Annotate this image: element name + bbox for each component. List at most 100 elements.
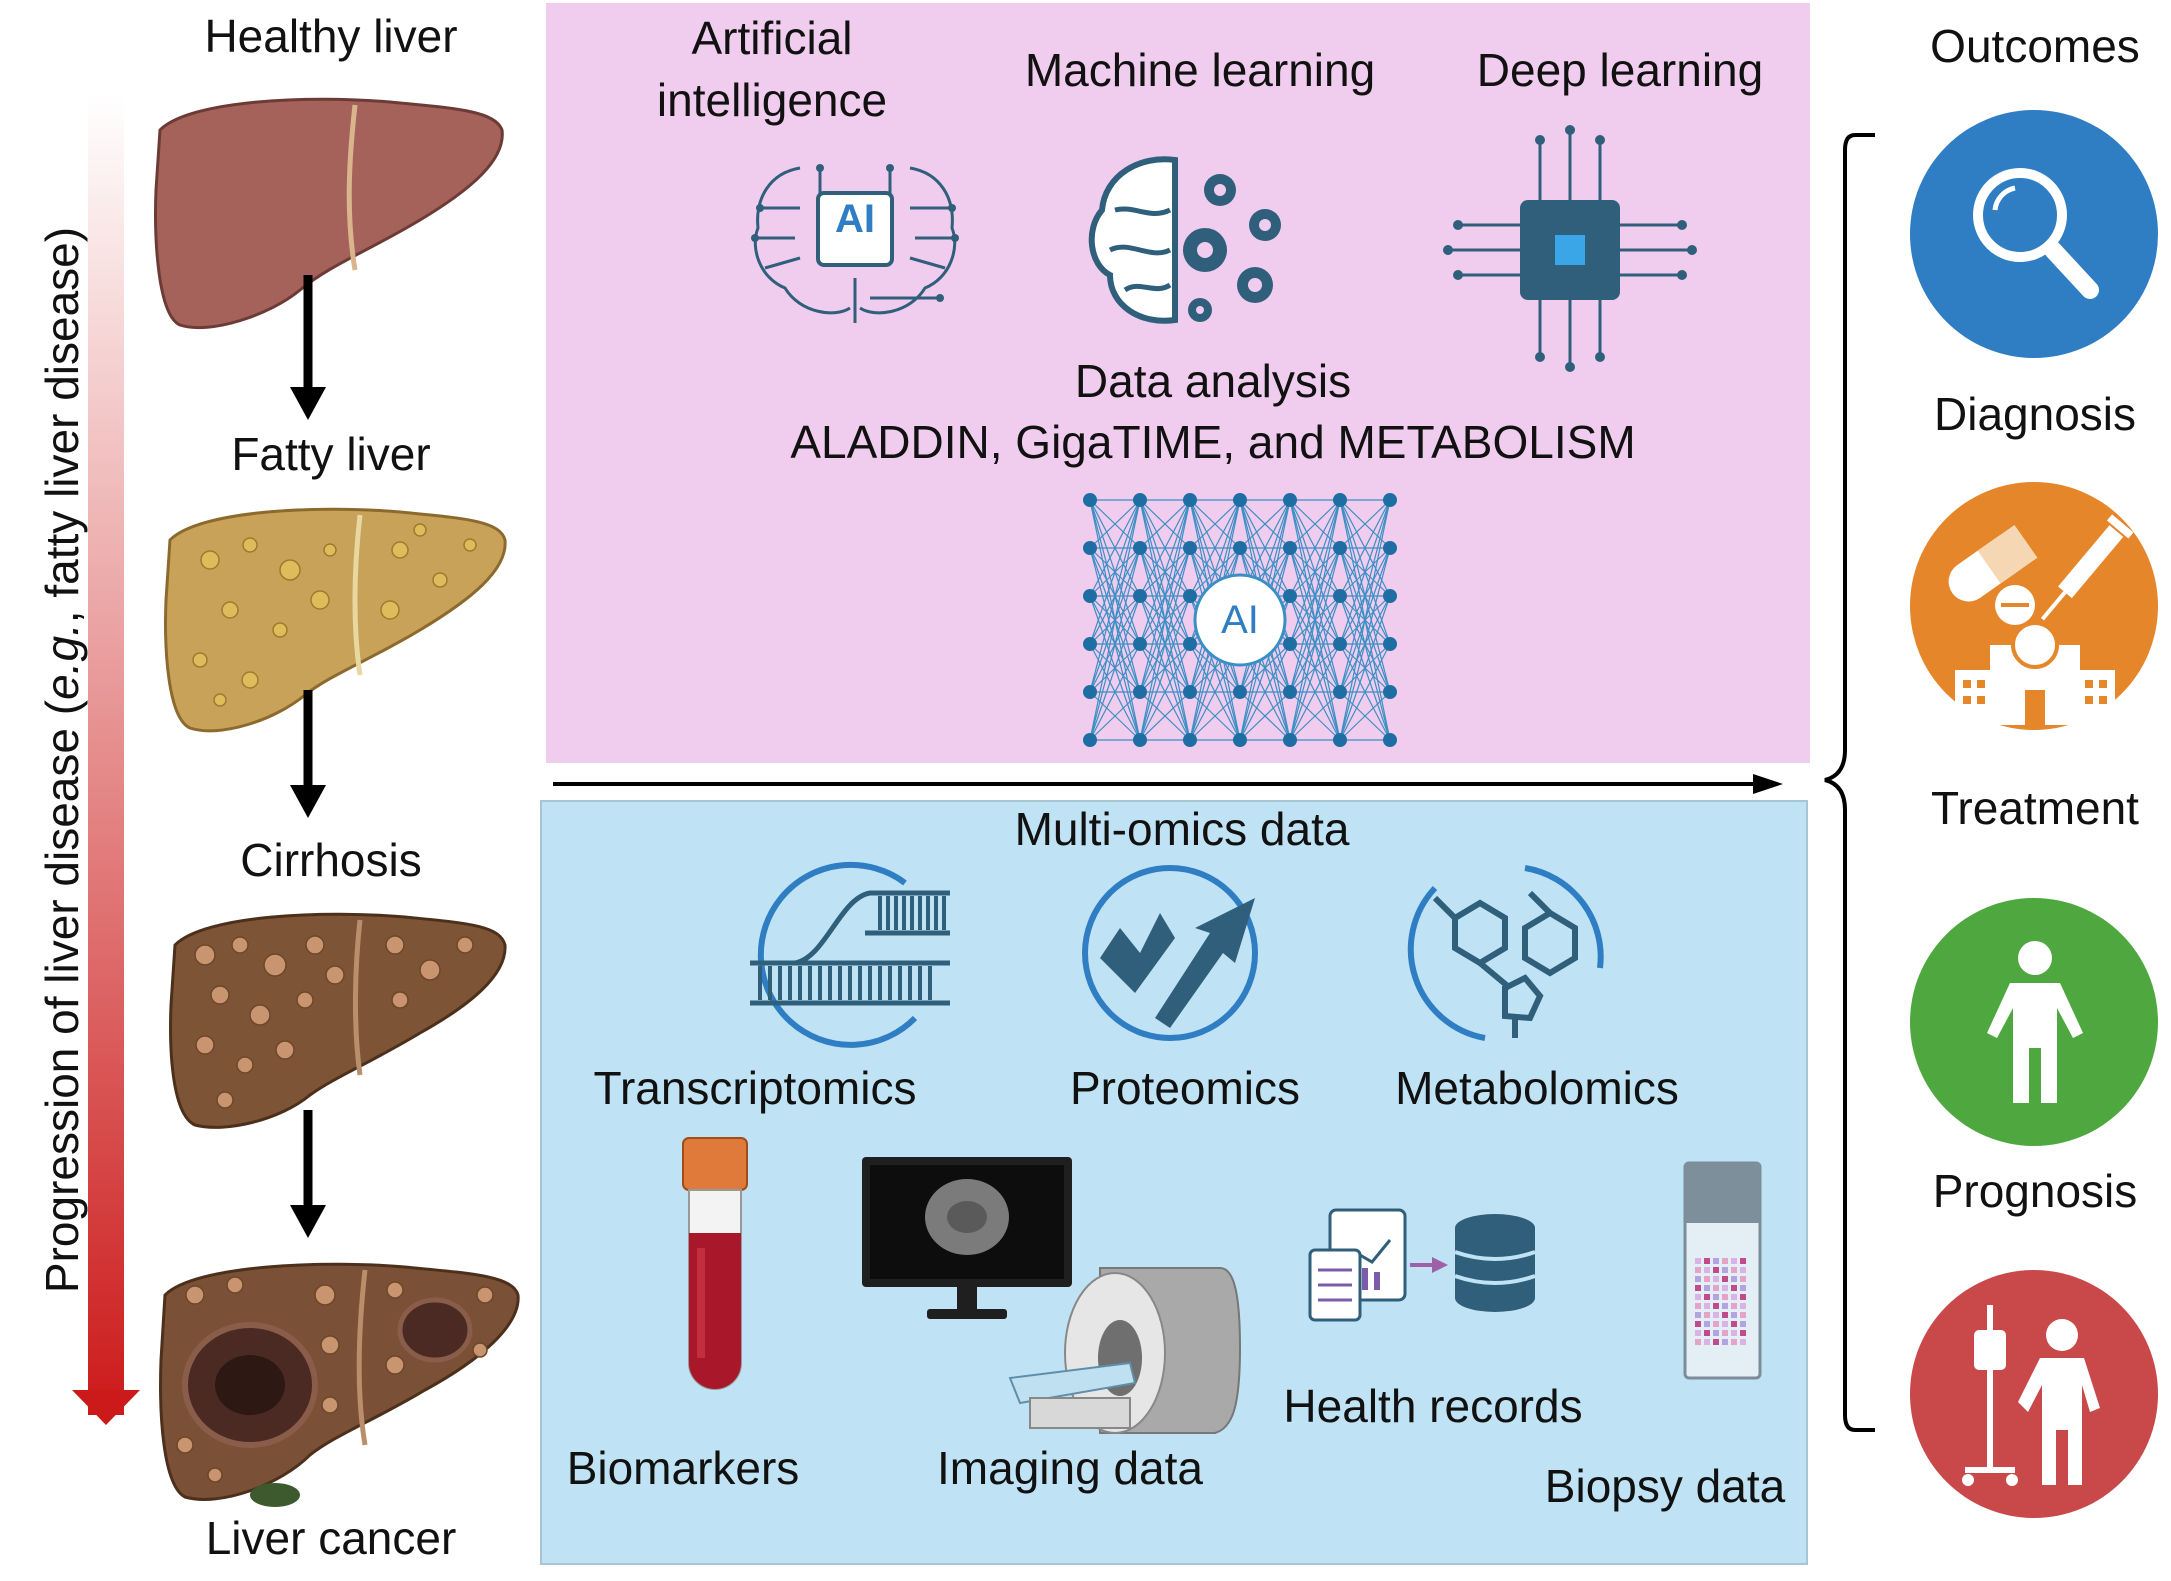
network-node (1283, 541, 1297, 555)
tissue-spot (1713, 1294, 1719, 1300)
network-node (1233, 493, 1247, 507)
machine-learning-icon (1088, 156, 1281, 324)
tissue-spot (1695, 1258, 1701, 1264)
network-edge (1089, 499, 1141, 693)
network-edge (1289, 499, 1341, 549)
tissue-spot (1713, 1330, 1719, 1336)
network-node (1283, 493, 1297, 507)
cancer-liver-image (159, 1262, 520, 1507)
tissue-spot (1740, 1267, 1746, 1273)
tissue-spot (1740, 1276, 1746, 1282)
network-edge (1239, 691, 1291, 741)
tissue-spot (1731, 1285, 1737, 1291)
network-edge (1339, 499, 1391, 645)
network-node (1283, 637, 1297, 651)
diagnosis-circle (1910, 110, 2158, 358)
metabolomics-label: Metabolomics (1395, 1062, 1679, 1114)
network-edge (1089, 499, 1141, 645)
network-edge (1289, 499, 1341, 597)
tissue-spot (1713, 1303, 1719, 1309)
network-node (1383, 589, 1397, 603)
network-edge (1089, 499, 1141, 549)
network-edge (1089, 499, 1141, 741)
tissue-spot (1740, 1258, 1746, 1264)
network-node (1383, 733, 1397, 747)
network-edge (1139, 499, 1191, 645)
tissue-spot (1731, 1312, 1737, 1318)
cirrhotic-liver-image (169, 912, 507, 1129)
network-node (1183, 589, 1197, 603)
tissue-spot (1740, 1285, 1746, 1291)
biomarkers-label: Biomarkers (566, 1442, 800, 1494)
tissue-spot (1722, 1321, 1728, 1327)
tissue-spot (1704, 1276, 1710, 1282)
network-edge (1339, 499, 1391, 549)
network-node (1183, 733, 1197, 747)
tissue-spot (1731, 1294, 1737, 1300)
imaging-data-label: Imaging data (937, 1442, 1203, 1494)
network-edge (1289, 499, 1341, 645)
tissue-spot (1740, 1321, 1746, 1327)
network-edge (1339, 595, 1391, 741)
network-node (1233, 685, 1247, 699)
network-edge (1139, 499, 1191, 693)
network-node (1283, 733, 1297, 747)
tissue-spot (1731, 1330, 1737, 1336)
proteomics-icon (1082, 865, 1258, 1041)
tissue-spot (1722, 1294, 1728, 1300)
ml-title: Machine learning (1024, 44, 1376, 96)
treatment-label: Treatment (1931, 782, 2139, 834)
network-edge (1139, 643, 1191, 741)
tissue-spot (1713, 1276, 1719, 1282)
network-edge (1139, 547, 1191, 741)
network-edge (1189, 499, 1241, 597)
transcriptomics-icon (750, 861, 950, 1048)
network-node (1383, 541, 1397, 555)
network-edge (1139, 499, 1191, 741)
network-edge (1089, 595, 1141, 741)
network-node (1083, 589, 1097, 603)
tissue-spot (1731, 1339, 1737, 1345)
progression-axis-label: Progression of liver disease (e.g., fatt… (36, 226, 88, 1294)
tissue-spot (1704, 1303, 1710, 1309)
imaging-monitor-icon (862, 1157, 1072, 1319)
tissue-spot (1722, 1258, 1728, 1264)
network-edge (1339, 547, 1391, 741)
network-edge (1289, 643, 1341, 741)
network-node (1233, 733, 1247, 747)
tissue-spot (1731, 1258, 1737, 1264)
tissue-spot (1713, 1312, 1719, 1318)
network-node (1133, 589, 1147, 603)
tissue-spot (1695, 1330, 1701, 1336)
arrow-cirrhosis-to-cancer (290, 1110, 326, 1238)
tissue-spot (1713, 1267, 1719, 1273)
tissue-spot (1704, 1294, 1710, 1300)
health-records-label: Health records (1283, 1380, 1583, 1432)
network-node (1083, 685, 1097, 699)
cirrhosis-label: Cirrhosis (240, 834, 422, 886)
iv-patient-icon (1962, 1305, 2100, 1486)
network-edge (1289, 499, 1341, 693)
data-analysis-label: Data analysis (1074, 355, 1352, 407)
network-node (1083, 637, 1097, 651)
network-node (1333, 733, 1347, 747)
tissue-spot (1713, 1285, 1719, 1291)
network-edge (1339, 643, 1391, 741)
ai-title-line2: intelligence (656, 74, 888, 126)
treatment-icon (1948, 514, 2134, 725)
person-icon (1987, 941, 2083, 1103)
network-edge (1289, 499, 1341, 741)
network-edge (1289, 691, 1341, 741)
tissue-spot (1740, 1330, 1746, 1336)
network-edge (1339, 499, 1391, 693)
network-node (1133, 493, 1147, 507)
tissue-spot (1713, 1258, 1719, 1264)
network-node (1133, 637, 1147, 651)
network-node (1183, 493, 1197, 507)
network-edge (1289, 547, 1341, 741)
tissue-spot (1704, 1339, 1710, 1345)
flow-arrow-right (553, 774, 1783, 794)
tissue-spot (1695, 1285, 1701, 1291)
network-edge (1089, 643, 1141, 741)
omics-title: Multi-omics data (1014, 803, 1350, 855)
